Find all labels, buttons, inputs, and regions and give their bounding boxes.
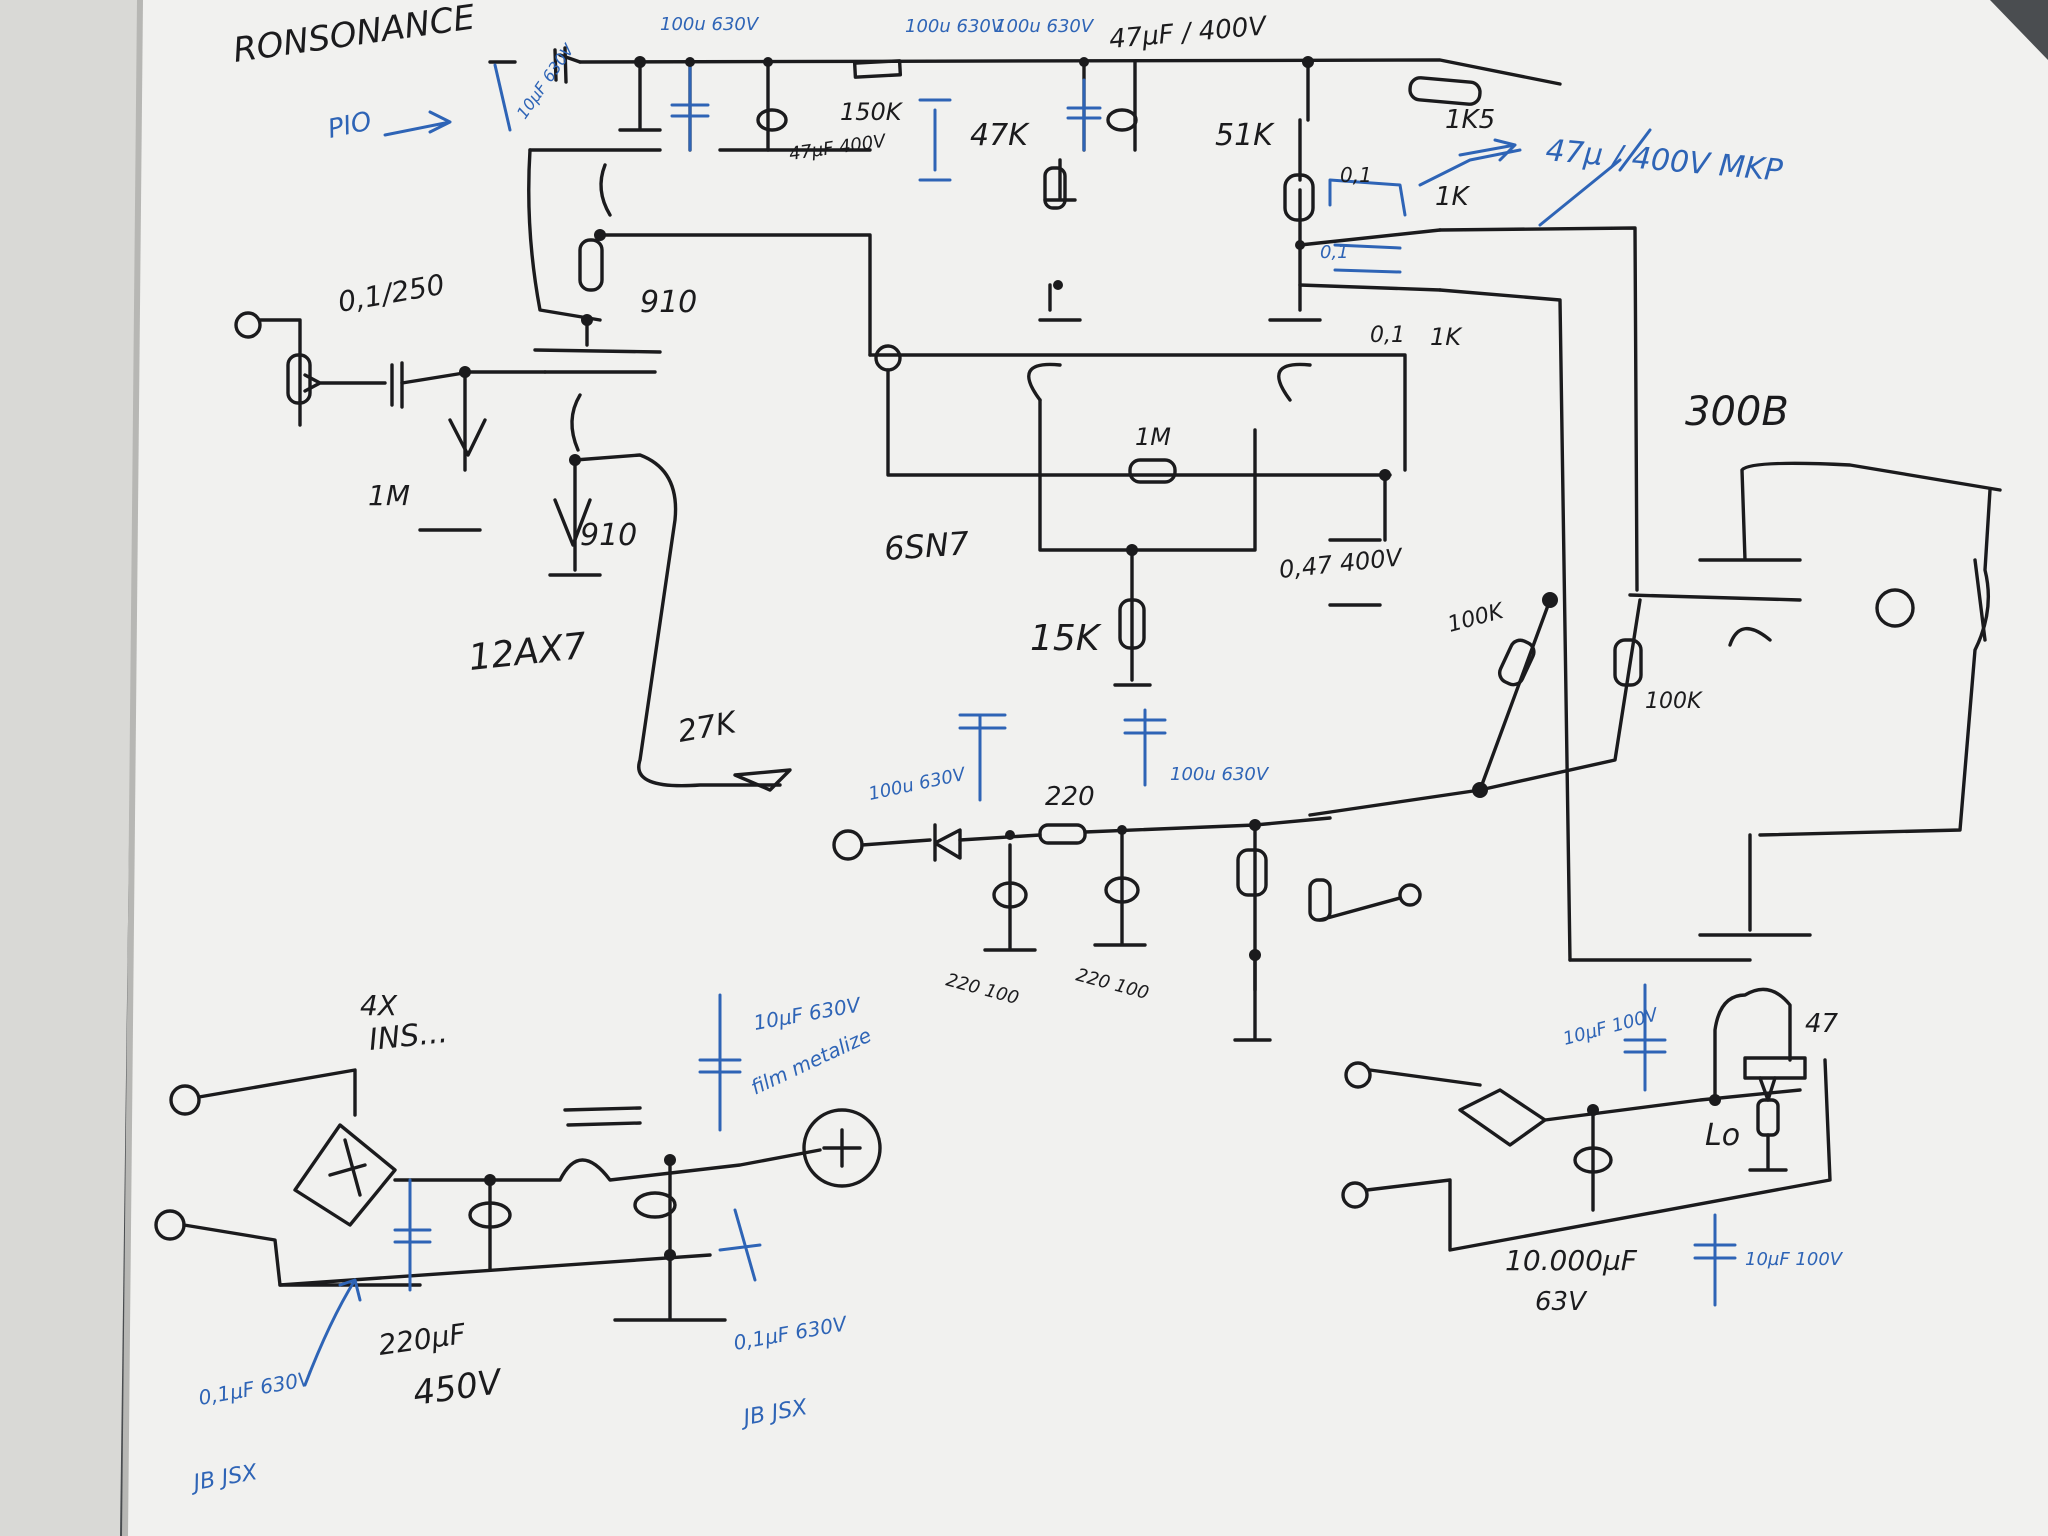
junction-dots [459, 56, 1721, 1261]
label-r-47k: 47K [970, 118, 1030, 153]
label-c-01b: 0,1 [1320, 242, 1349, 263]
label-tube-300b: 300B [1685, 389, 1789, 435]
label-c-fil3: 10µF 100V [1745, 1249, 1844, 1270]
label-r-51k: 51K [1215, 118, 1275, 153]
page-fold-shadow [122, 0, 143, 1536]
label-v-63: 63V [1535, 1287, 1588, 1317]
label-r-k1: 910 [640, 285, 697, 320]
label-r-150k: 150K [840, 98, 904, 126]
label-c-top4: 100u 630V [905, 16, 1005, 37]
label-c-fil2: 10.000µF [1505, 1244, 1638, 1277]
label-r-grid: 1M [368, 479, 410, 512]
label-r-1k5: 1K5 [1445, 105, 1495, 135]
label-r-lo: Lo [1705, 1118, 1740, 1153]
label-r-220: 220 [1045, 782, 1095, 812]
label-r-k2: 910 [580, 518, 637, 553]
label-tube-6sn7: 6SN7 [883, 524, 971, 568]
label-r-1kb: 1K [1430, 323, 1463, 351]
label-c-01c: 0,1 [1370, 323, 1405, 348]
label-r-1m: 1M [1135, 423, 1171, 451]
label-c-top5: 100u 630V [995, 16, 1095, 37]
label-r-15k: 15K [1030, 618, 1102, 659]
label-note-4x: 4X [360, 989, 398, 1022]
blue-annotations [303, 60, 1737, 1387]
paper-sheet [125, 0, 2048, 1536]
label-c-bias2: 100u 630V [1170, 764, 1270, 785]
label-note-ins: INS... [367, 1015, 449, 1058]
label-r-100kb: 100K [1645, 689, 1703, 714]
label-r-1ka: 1K [1435, 182, 1471, 212]
label-c-top2: 100u 630V [660, 14, 760, 35]
label-r-47: 47 [1805, 1009, 1839, 1039]
notebook-left-page [0, 0, 140, 1536]
label-c-01a: 0,1 [1340, 163, 1372, 187]
wiring [154, 46, 2002, 1322]
